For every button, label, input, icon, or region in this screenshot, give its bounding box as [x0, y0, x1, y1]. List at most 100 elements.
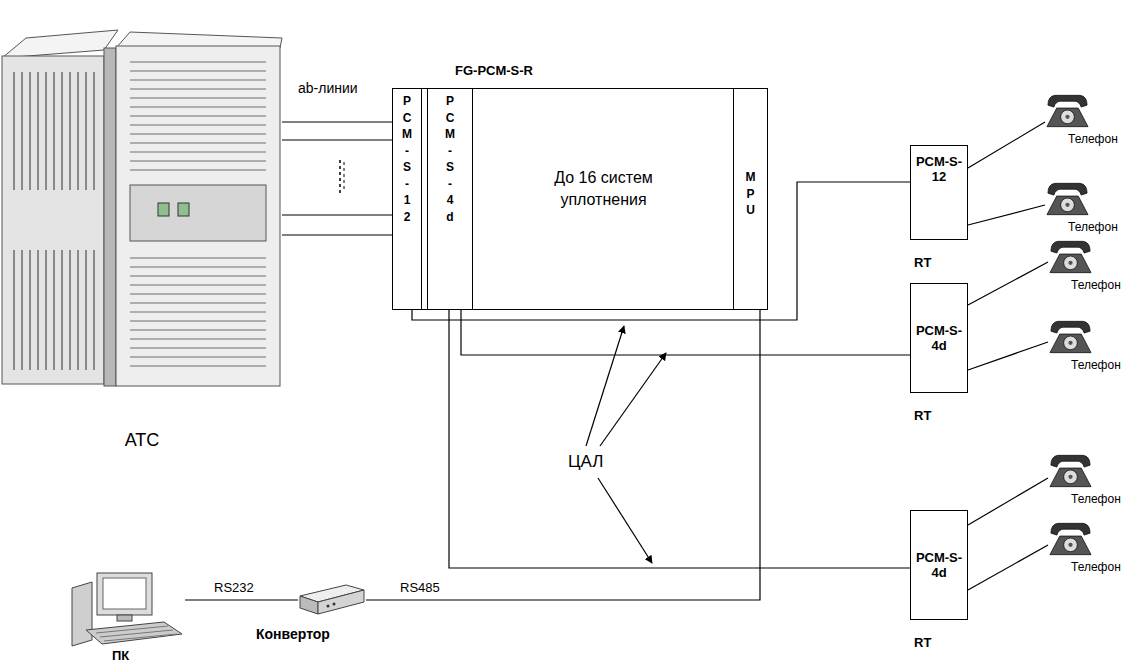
- remote-terminal: PCM-S-4dRT: [910, 283, 968, 393]
- label-holder: RS485: [398, 580, 442, 595]
- drawing-part: [130, 62, 266, 170]
- text-holder: PCM-S-4d: [911, 511, 967, 619]
- drawing-part: [116, 46, 280, 386]
- drawing-part: [97, 573, 152, 615]
- connector-line: [282, 121, 392, 122]
- telephone-node: Телефон: [1048, 238, 1130, 294]
- text-holder: Телефон: [1068, 132, 1118, 146]
- connector-line: [968, 342, 1048, 370]
- text-holder: PCM-S-12: [911, 154, 967, 184]
- label-holder: ЦАЛ: [566, 452, 605, 472]
- connector-line: [449, 310, 910, 568]
- drawing-part: [1050, 241, 1091, 272]
- drawing-part: [178, 203, 189, 216]
- remote-terminal: PCM-S-12RT: [910, 145, 968, 240]
- computer-illustration: [72, 573, 182, 646]
- drawing-part: [333, 603, 336, 606]
- drawing-part: [1050, 523, 1091, 554]
- signal-name: RS485: [398, 580, 442, 595]
- card-slot: PCM-S-12: [392, 88, 422, 310]
- frame-note: До 16 систем уплотнения: [542, 167, 666, 210]
- card-slot: MPU: [733, 88, 768, 310]
- drawing-part: [598, 478, 652, 563]
- drawing-part: [300, 596, 318, 614]
- drawing-part: [130, 185, 266, 241]
- text-holder: RT: [914, 635, 931, 650]
- telephone-node: Телефон: [1048, 520, 1130, 576]
- drawing-part: [103, 578, 146, 609]
- drawing-part: [318, 590, 364, 614]
- text-holder: FG-PCM-S-R: [455, 63, 533, 78]
- remote-terminal: PCM-S-4dRT: [910, 510, 968, 620]
- telephone-node: Телефон: [1048, 452, 1130, 508]
- multiplexer-frame: FG-PCM-S-RДо 16 систем уплотненияPCM-S-1…: [392, 88, 767, 310]
- text-holder: PCM-S-4d: [428, 93, 472, 225]
- terminal-name: PCM-S-4d: [914, 323, 964, 353]
- text-holder: До 16 систем уплотнения: [473, 89, 734, 289]
- telephone-label: Телефон: [1071, 560, 1121, 574]
- telephone-label: Телефон: [1068, 220, 1118, 234]
- text-holder: PCM-S-4d: [911, 284, 967, 392]
- connector-line: [968, 478, 1048, 525]
- converter-node: Конвертор: [298, 584, 366, 616]
- slot-name: MPU: [746, 169, 756, 219]
- drawing-part: [586, 326, 624, 446]
- free-label: ab-линии: [296, 80, 360, 96]
- drawing-part: [117, 615, 132, 621]
- drawing-part: [72, 582, 92, 646]
- line-dots: [340, 160, 344, 194]
- text-holder: Телефон: [1071, 278, 1121, 292]
- drawing-part: [104, 48, 116, 386]
- telephone-label: Телефон: [1071, 358, 1121, 372]
- text-holder: АТС: [2, 430, 282, 451]
- telephone-node: Телефон: [1048, 318, 1130, 374]
- telephone-node: Телефон: [1045, 180, 1130, 236]
- drawing-part: [158, 203, 169, 216]
- drawing-part: [14, 250, 94, 370]
- drawing-part: [339, 160, 341, 194]
- frame-title: FG-PCM-S-R: [455, 63, 533, 78]
- text-holder: Конвертор: [256, 626, 330, 642]
- terminal-name: PCM-S-4d: [914, 550, 964, 580]
- connector-line: [282, 234, 392, 235]
- converter-illustration: [300, 585, 364, 614]
- drawing-part: [2, 56, 104, 384]
- computer-node: ПК: [70, 572, 185, 646]
- drawing-part: [327, 605, 330, 608]
- telephone-label: Телефон: [1071, 492, 1121, 506]
- connector-line: [968, 205, 1045, 225]
- converter-label: Конвертор: [256, 626, 330, 642]
- terminal-tag: RT: [914, 408, 931, 423]
- computer-label: ПК: [112, 648, 129, 663]
- exchange-label: АТС: [125, 430, 160, 451]
- text-holder: RT: [914, 255, 931, 270]
- connector-line: [968, 262, 1048, 305]
- drawing-part: [14, 72, 94, 190]
- text-holder: PCM-S-12: [393, 93, 421, 225]
- text-holder: Телефон: [1071, 560, 1121, 574]
- telephone-label: Телефон: [1071, 278, 1121, 292]
- exchange-node: АТС: [2, 30, 282, 385]
- terminal-tag: RT: [914, 255, 931, 270]
- drawing-part: [1047, 95, 1088, 126]
- drawing-part: [2, 30, 118, 58]
- telephone-icons: [1047, 95, 1091, 554]
- drawing-part: [86, 622, 182, 644]
- slot-name: PCM-S-4d: [445, 93, 455, 225]
- free-label: ЦАЛ: [566, 452, 605, 472]
- connector-line: [282, 214, 392, 215]
- connector-line: [366, 310, 760, 600]
- connector-line: [282, 139, 392, 140]
- text-holder: Телефон: [1071, 358, 1121, 372]
- connector-line: [968, 122, 1045, 168]
- drawing-part: [1047, 183, 1088, 214]
- drawing-part: [1050, 321, 1091, 352]
- telephone-node: Телефон: [1045, 92, 1130, 148]
- connector-line: [968, 545, 1048, 590]
- drawing-part: [96, 626, 177, 641]
- text-holder: ПК: [112, 648, 129, 663]
- connector-line: [461, 310, 910, 355]
- text-holder: MPU: [734, 169, 767, 219]
- slot-name: PCM-S-12: [402, 93, 412, 225]
